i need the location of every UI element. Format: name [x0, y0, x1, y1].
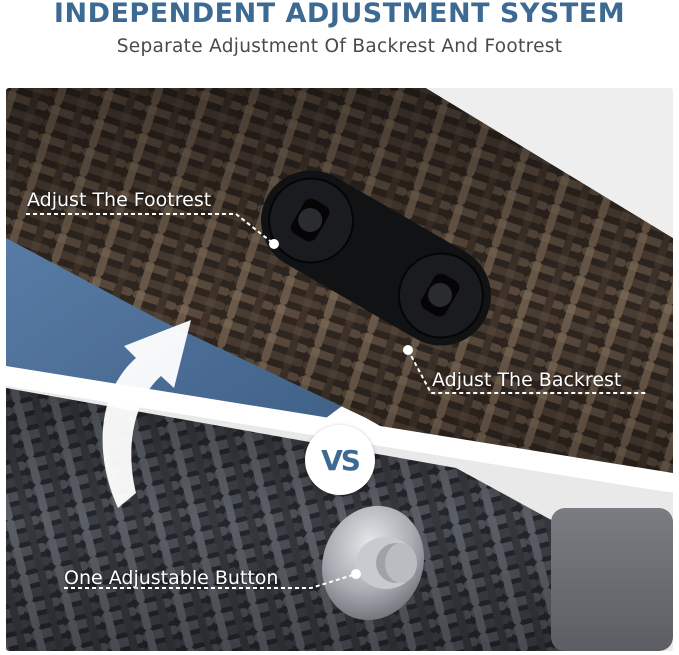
callout-footrest: Adjust The Footrest	[27, 189, 212, 211]
product-photo: Adjust The Footrest Adjust The Backrest …	[6, 88, 673, 651]
bottom-photo	[6, 373, 673, 651]
leader-dots	[269, 239, 413, 579]
metal-button-icon	[321, 505, 425, 621]
vs-badge: VS	[305, 425, 375, 495]
top-photo	[6, 88, 673, 528]
callout-single-button: One Adjustable Button	[64, 567, 279, 589]
callout-backrest: Adjust The Backrest	[432, 369, 622, 391]
leader-lines	[26, 213, 648, 589]
curved-arrow-up-icon	[102, 320, 191, 508]
page-title: INDEPENDENT ADJUSTMENT SYSTEM	[53, 0, 626, 29]
page-subtitle: Separate Adjustment Of Backrest And Foot…	[116, 36, 563, 57]
dual-knob-plate-icon	[261, 170, 491, 346]
